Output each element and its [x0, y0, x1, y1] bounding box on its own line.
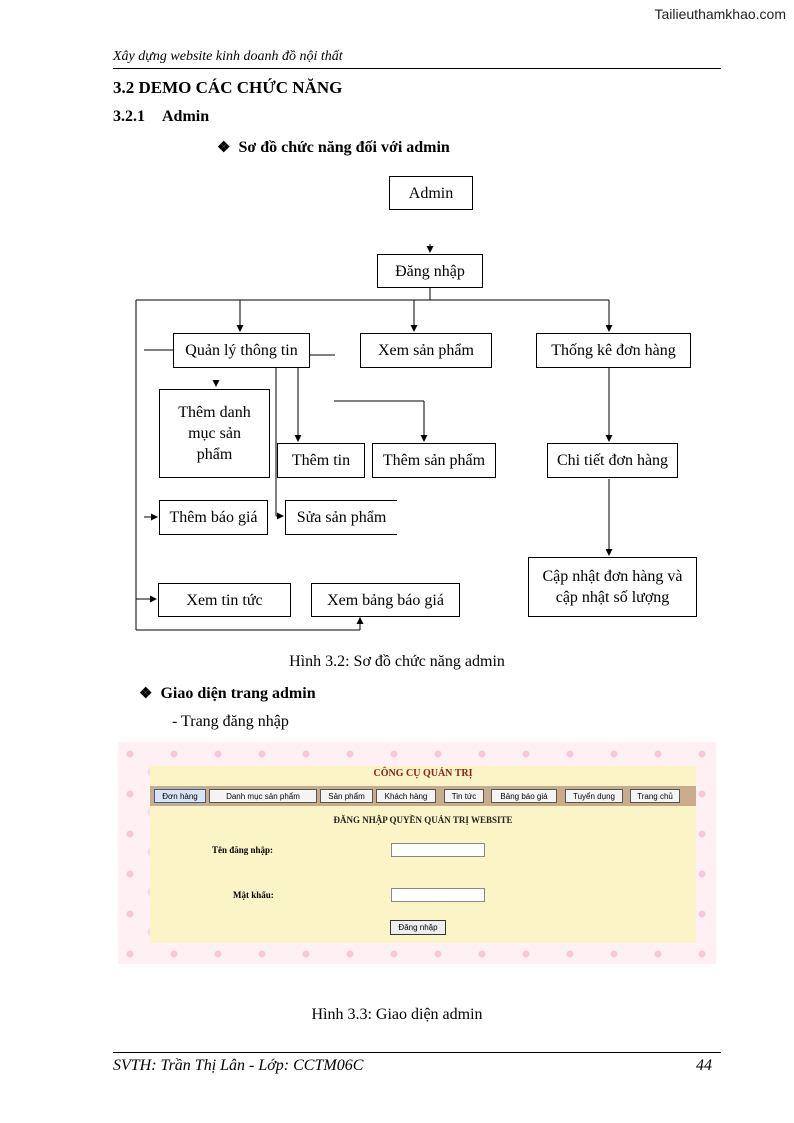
caption-diagram: Hình 3.2: Sơ đồ chức năng admin [289, 653, 505, 670]
section-heading: 3.2 DEMO CÁC CHỨC NĂNG [113, 78, 343, 97]
node-order-detail: Chi tiết đơn hàng [547, 443, 678, 478]
node-add-quote: Thêm báo giá [159, 500, 268, 535]
header-rule [113, 68, 721, 69]
footer-rule [113, 1052, 721, 1053]
node-order-stats: Thống kê đơn hàng [536, 333, 691, 368]
admin-panel-title: CÔNG CỤ QUẢN TRỊ [373, 768, 473, 779]
subsection-number: 3.2.1 [113, 108, 145, 125]
watermark: Tailieuthamkhao.com [654, 6, 786, 22]
diamond-bullet-icon: ❖ [217, 140, 231, 156]
ui-subitem: - Trang đăng nhập [172, 713, 289, 730]
subsection-heading: 3.2.1 Admin [113, 108, 209, 126]
node-view-products: Xem sản phẩm [360, 333, 492, 368]
node-view-news: Xem tin tức [158, 583, 291, 617]
username-label: Tên đăng nhập: [212, 845, 274, 855]
node-add-category: Thêm danh mục sản phẩm [159, 389, 270, 478]
caption-ui: Hình 3.3: Giao diện admin [311, 1006, 483, 1023]
running-head: Xây dựng website kinh doanh đồ nội thất [113, 49, 343, 64]
login-title: ĐĂNG NHẬP QUYỀN QUẢN TRỊ WEBSITE [333, 815, 513, 825]
diagram-heading-text: Sơ đồ chức năng đối với admin [238, 139, 450, 156]
node-manage-info: Quản lý thông tin [173, 333, 310, 368]
menu-home[interactable]: Trang chủ [630, 789, 680, 803]
menu-products[interactable]: Sản phẩm [320, 789, 373, 803]
password-field[interactable] [391, 888, 485, 902]
menu-orders[interactable]: Đơn hàng [154, 789, 206, 803]
ui-heading-text: Giao diện trang admin [160, 685, 316, 702]
username-field[interactable] [391, 843, 485, 857]
subsection-title: Admin [162, 108, 210, 125]
node-add-product: Thêm sản phẩm [372, 443, 496, 478]
menu-quotes[interactable]: Bảng báo giá [491, 789, 557, 803]
diamond-bullet-icon: ❖ [139, 686, 153, 702]
menu-news[interactable]: Tin tức [444, 789, 484, 803]
menu-categories[interactable]: Danh mục sản phẩm [209, 789, 317, 803]
ui-heading: ❖ Giao diện trang admin [139, 684, 316, 703]
footer-author: SVTH: Trần Thị Lân - Lớp: CCTM06C [113, 1057, 364, 1074]
node-view-quote: Xem bảng báo giá [311, 583, 460, 617]
login-button[interactable]: Đăng nhập [390, 920, 446, 935]
menu-customers[interactable]: Khách hàng [376, 789, 436, 803]
node-add-news: Thêm tin [277, 443, 365, 478]
node-login: Đăng nhập [377, 254, 483, 288]
menu-recruitment[interactable]: Tuyển dụng [565, 789, 623, 803]
node-update-order: Cập nhật đơn hàng và cập nhật số lượng [528, 557, 697, 617]
node-admin: Admin [389, 176, 473, 210]
node-edit-product: Sửa sản phẩm [285, 500, 397, 535]
diagram-heading: ❖ Sơ đồ chức năng đối với admin [217, 138, 450, 157]
page-number: 44 [696, 1057, 712, 1074]
password-label: Mật khẩu: [233, 890, 274, 900]
